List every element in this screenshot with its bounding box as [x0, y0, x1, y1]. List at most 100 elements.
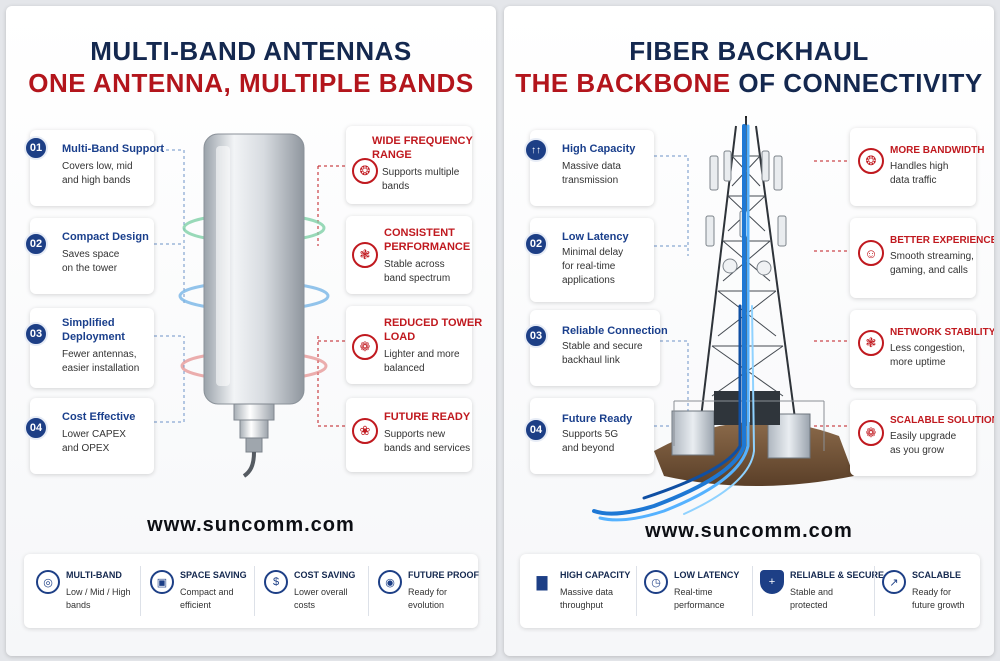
cell-tower-illustration [592, 116, 854, 522]
feature-title: Cost Effective [62, 411, 136, 423]
feature-desc: Stable across [384, 259, 445, 270]
divider [752, 566, 753, 616]
feature-number-badge: 01 [24, 136, 48, 160]
divider [254, 566, 255, 616]
feature-title: Compact Design [62, 231, 149, 243]
feature-desc: on the tower [62, 263, 118, 274]
feature-number-badge: ↑↑ [524, 138, 548, 162]
dollar-icon: $ [264, 570, 288, 594]
feature-desc: Supports 5G [562, 429, 619, 440]
feature-desc: bands and services [384, 443, 471, 454]
radio-waves-icon: ❂ [352, 158, 378, 184]
feature-title: REDUCED TOWER [384, 317, 483, 329]
feature-title: Reliable Connection [562, 325, 668, 337]
feature-desc: for real-time [562, 261, 616, 272]
feature-desc: bands [382, 181, 410, 192]
feature-title: FUTURE READY [384, 411, 471, 423]
benefit-title: MULTI-BAND [66, 570, 122, 580]
feature-desc: balanced [384, 363, 425, 374]
feature-title-line2: Deployment [62, 331, 125, 343]
feature-desc: Handles high [890, 161, 949, 172]
benefit-title: RELIABLE & SECURE [790, 570, 885, 580]
feature-desc: gaming, and calls [890, 265, 968, 276]
feature-card-compact-design: 02 Compact Design Saves space on the tow… [24, 218, 154, 294]
feature-desc: as you grow [890, 445, 944, 456]
feature-card-reliable-connection: 03 Reliable Connection Stable and secure… [524, 310, 668, 386]
feature-title: SCALABLE SOLUTION [890, 415, 994, 426]
feature-card-future-ready: ❀ FUTURE READY Supports new bands and se… [346, 398, 472, 472]
multi-band-antennas-panel: MULTI-BAND ANTENNAS ONE ANTENNA, MULTIPL… [6, 6, 496, 656]
feature-desc: Saves space [62, 249, 120, 260]
scale-icon: ❁ [352, 334, 378, 360]
feature-desc: Stable and secure [562, 341, 643, 352]
feature-desc: Minimal delay [562, 247, 624, 258]
bars-icon: ▇ [530, 570, 554, 594]
feature-card-better-experience: ☺ BETTER EXPERIENCE Smooth streaming, ga… [850, 218, 994, 298]
feature-desc: Less congestion, [890, 343, 966, 354]
feature-desc: Supports multiple [382, 167, 460, 178]
feature-desc: transmission [562, 175, 619, 186]
feature-title: Simplified [62, 317, 115, 329]
feature-title: Multi-Band Support [62, 143, 165, 155]
benefit-title: SPACE SAVING [180, 570, 247, 580]
divider [874, 566, 875, 616]
divider [636, 566, 637, 616]
feature-number-badge: 02 [24, 232, 48, 256]
website-url[interactable]: www.suncomm.com [147, 514, 355, 536]
feature-desc: Lower CAPEX [62, 429, 126, 440]
benefit-title: COST SAVING [294, 570, 356, 580]
feature-card-scalable-solution: ❁ SCALABLE SOLUTION Easily upgrade as yo… [850, 400, 994, 476]
feature-desc: Fewer antennas, [62, 349, 137, 360]
feature-desc: Massive data [562, 161, 621, 172]
expand-icon: ❁ [858, 420, 884, 446]
feature-number-badge: 04 [524, 418, 548, 442]
benefit-title: HIGH CAPACITY [560, 570, 631, 580]
divider [368, 566, 369, 616]
rocket-icon: ❀ [352, 418, 378, 444]
feature-title-line2: PERFORMANCE [384, 241, 471, 253]
feature-desc: data traffic [890, 175, 937, 186]
feature-desc: more uptime [890, 357, 946, 368]
divider [140, 566, 141, 616]
panel-subtitle: THE BACKBONE OF CONNECTIVITY [515, 68, 983, 98]
benefit-title: SCALABLE [912, 570, 961, 580]
growth-icon: ↗ [882, 570, 906, 594]
feature-title: MORE BANDWIDTH [890, 145, 985, 156]
network-icon: ❃ [858, 330, 884, 356]
feature-title: WIDE FREQUENCY [372, 135, 473, 147]
feature-number-badge: 04 [24, 416, 48, 440]
globe-icon: ◎ [36, 570, 60, 594]
feature-desc: band spectrum [384, 273, 451, 284]
bandwidth-icon: ❂ [858, 148, 884, 174]
feature-title: Low Latency [562, 231, 629, 243]
feature-desc: and OPEX [62, 443, 110, 454]
feature-number-badge: 03 [24, 322, 48, 346]
clock-icon: ◷ [644, 570, 668, 594]
website-url[interactable]: www.suncomm.com [645, 520, 853, 542]
feature-desc: and high bands [62, 175, 131, 186]
feature-card-high-capacity: ↑↑ High Capacity Massive data transmissi… [524, 130, 654, 206]
target-icon: ◉ [378, 570, 402, 594]
feature-title-line2: LOAD [384, 331, 416, 343]
user-icon: ☺ [858, 240, 884, 266]
panel-title: FIBER BACKHAUL [629, 36, 869, 66]
feature-card-reduced-tower-load: ❁ REDUCED TOWER LOAD Lighter and more ba… [346, 306, 482, 384]
feature-desc: Smooth streaming, [890, 251, 974, 262]
feature-desc: and beyond [562, 443, 615, 454]
feature-desc: Covers low, mid [62, 161, 133, 172]
feature-title: Future Ready [562, 413, 633, 425]
shield-icon: + [760, 570, 784, 594]
